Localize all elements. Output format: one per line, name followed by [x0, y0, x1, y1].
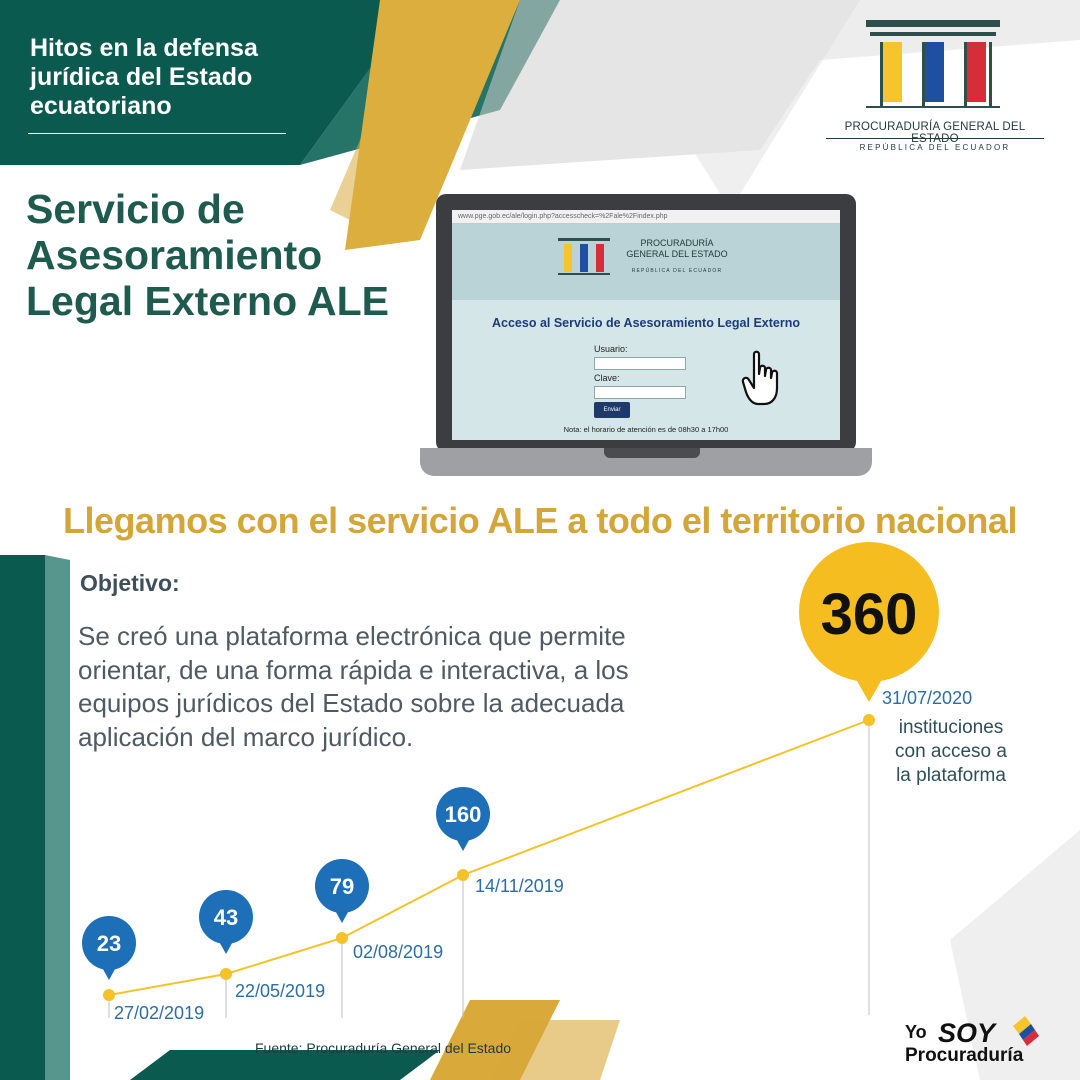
- password-label: Clave:: [594, 373, 620, 383]
- brand-flag-icon: [1013, 1016, 1039, 1046]
- logo-blue-column: [924, 42, 944, 102]
- logo-yellow-column: [882, 42, 902, 102]
- login-logo-name: PROCURADURÍA GENERAL DEL ESTADO: [626, 238, 728, 259]
- logo-country: REPÚBLICA DEL ECUADOR: [859, 143, 1011, 152]
- value-pin: [315, 859, 369, 913]
- browser-url-bar[interactable]: www.pge.gob.ec/ale/login.php?accesscheck…: [452, 210, 840, 224]
- data-point: [103, 989, 115, 1001]
- source-note: Fuente: Procuraduría General del Estado: [255, 1040, 512, 1056]
- value-label: 79: [330, 874, 354, 899]
- objective-label: Objetivo:: [80, 570, 180, 596]
- date-label: 27/02/2019: [114, 1003, 204, 1023]
- date-label: 02/08/2019: [353, 942, 443, 962]
- logo-second-bar: [870, 32, 996, 36]
- schedule-note: Nota: el horario de atención es de 08h30…: [563, 425, 729, 434]
- value-pin: [436, 787, 490, 841]
- laptop-screen: www.pge.gob.ec/ale/login.php?accesscheck…: [452, 210, 840, 440]
- value-pin: [199, 890, 253, 944]
- brand-word-yo: Yo: [905, 1022, 927, 1042]
- brand-word-soy: SOY: [938, 1018, 996, 1048]
- data-point: [863, 714, 875, 726]
- data-point: [457, 869, 469, 881]
- value-pin: [82, 916, 136, 970]
- logo-institution-name: PROCURADURÍA GENERAL DEL ESTADO: [844, 121, 1026, 145]
- headline: Llegamos con el servicio ALE a todo el t…: [63, 500, 1017, 541]
- date-label: 31/07/2020: [882, 688, 972, 708]
- username-label: Usuario:: [594, 344, 628, 354]
- service-title: Servicio de Asesoramiento Legal Externo …: [26, 186, 389, 324]
- data-point: [220, 968, 232, 980]
- logo-top-bar: [866, 20, 1000, 27]
- objective-text: Se creó una plataforma electrónica que p…: [78, 621, 629, 752]
- header-divider: [28, 133, 286, 134]
- annotation-line: con acceso a: [895, 741, 1007, 762]
- submit-button[interactable]: Enviar: [594, 402, 630, 418]
- annotation-line: la plataforma: [896, 765, 1006, 786]
- login-header: [452, 224, 840, 300]
- login-logo-icon: [558, 238, 610, 275]
- data-point: [336, 932, 348, 944]
- date-label: 22/05/2019: [235, 981, 325, 1001]
- procuraduria-logo: [866, 20, 1000, 108]
- login-logo-sub: REPÚBLICA DEL ECUADOR: [631, 268, 723, 274]
- value-pin: [799, 542, 939, 682]
- header-title: Hitos en la defensa jurídica del Estado …: [30, 34, 258, 120]
- laptop-notch: [604, 448, 700, 458]
- value-label: 160: [445, 802, 482, 827]
- logo-divider: [826, 138, 1044, 139]
- brand-word-procuraduria: Procuraduría: [905, 1045, 1024, 1066]
- annotation-line: instituciones: [899, 717, 1004, 738]
- username-input[interactable]: [594, 357, 686, 370]
- date-label: 14/11/2019: [475, 876, 564, 896]
- logo-red-column: [966, 42, 986, 102]
- password-input[interactable]: [594, 386, 686, 399]
- value-label: 360: [821, 582, 918, 647]
- login-title: Acceso al Servicio de Asesoramiento Lega…: [492, 316, 800, 330]
- hand-cursor-icon: [741, 350, 779, 406]
- value-label: 43: [214, 905, 238, 930]
- series-line: [108, 719, 870, 996]
- value-label: 23: [97, 931, 121, 956]
